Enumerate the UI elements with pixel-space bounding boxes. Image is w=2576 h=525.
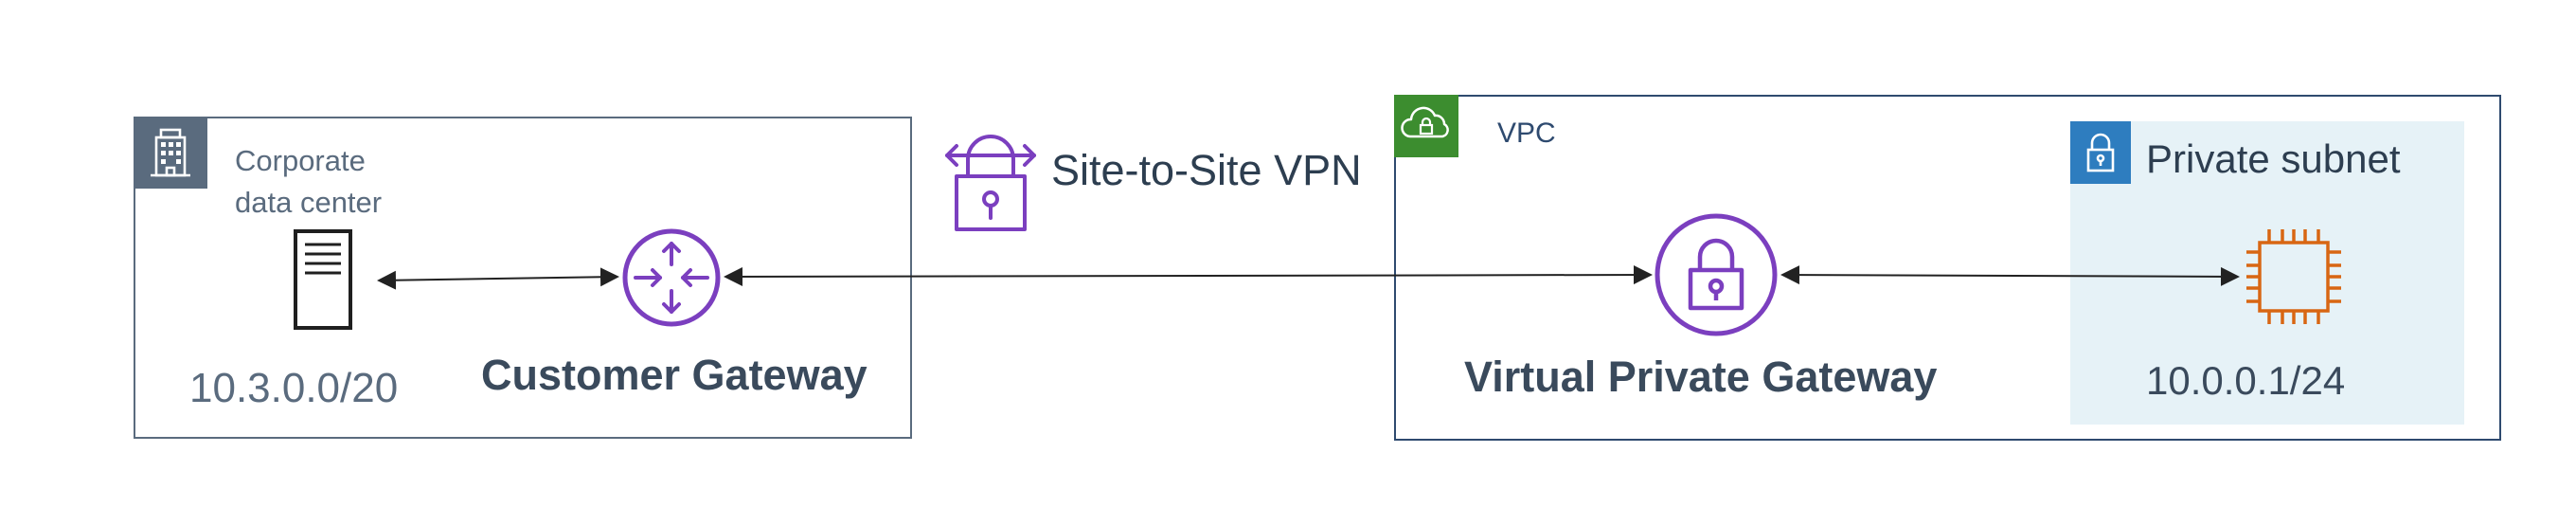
private-subnet-label: Private subnet	[2146, 136, 2401, 181]
server-icon	[294, 229, 352, 330]
vpc-label: VPC	[1497, 118, 1556, 149]
corporate-label-line2: data center	[235, 186, 383, 219]
padlock-circle-icon	[1655, 213, 1778, 336]
vpn-lock-icon	[945, 135, 1036, 231]
server-to-customer-gateway-connector	[377, 267, 619, 290]
router-icon	[622, 228, 721, 327]
vpc-badge	[1394, 95, 1458, 157]
customer-gateway-label: Customer Gateway	[481, 351, 868, 399]
private-subnet-badge	[2070, 121, 2131, 184]
chip-icon	[2246, 229, 2341, 324]
cloud-lock-icon	[1401, 106, 1449, 138]
vpg-to-instance-connector	[1780, 265, 2240, 286]
private-subnet-cidr: 10.0.0.1/24	[2146, 358, 2346, 403]
vpn-tunnel-connector	[724, 265, 1653, 286]
corporate-cidr: 10.3.0.0/20	[189, 365, 399, 411]
building-icon	[151, 128, 190, 177]
corporate-data-center-label: Corporate data center	[235, 140, 443, 224]
virtual-private-gateway-label: Virtual Private Gateway	[1464, 353, 1938, 401]
corporate-badge	[134, 117, 207, 189]
corporate-label-line1: Corporate	[235, 144, 366, 177]
padlock-icon	[2086, 133, 2115, 172]
vpn-label: Site-to-Site VPN	[1051, 146, 1362, 194]
